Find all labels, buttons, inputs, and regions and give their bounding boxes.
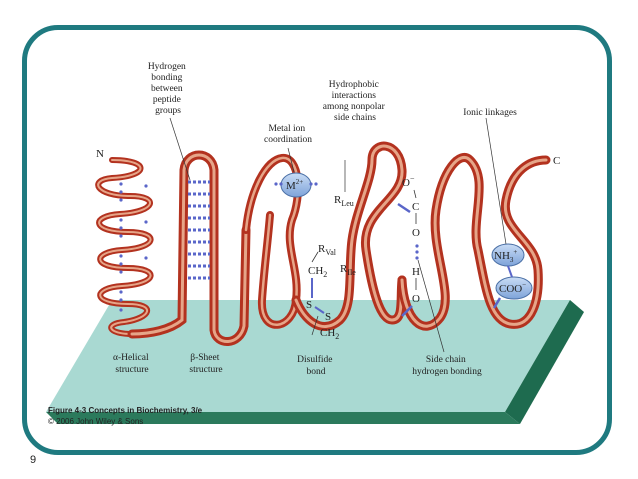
- beta-sheet-label: β-Sheet structure: [189, 353, 222, 375]
- metal-ion-label: Metal ion coordination: [264, 124, 312, 145]
- alpha-helix-ribbon: [95, 157, 154, 337]
- svg-text:H: H: [412, 266, 420, 278]
- figure-caption-title: Figure 4-3 Concepts in Biochemistry, 3/e: [48, 406, 203, 415]
- svg-text:NH3+: NH3+: [494, 248, 517, 264]
- figure-caption-copyright: © 2006 John Wiley & Sons: [48, 417, 143, 426]
- svg-text:RVal: RVal: [318, 243, 337, 257]
- svg-text:O−: O−: [402, 174, 415, 189]
- central-coil-ribbon: [242, 141, 407, 331]
- svg-text:O: O: [412, 227, 420, 239]
- metal-ion: M2+: [274, 172, 318, 198]
- side-chain-hbond-chemistry: O− C O H O: [397, 174, 420, 317]
- svg-text:S: S: [325, 311, 331, 323]
- side-chain-hbond-label: Side chain hydrogen bonding: [412, 355, 482, 377]
- svg-text:RLeu: RLeu: [334, 194, 354, 208]
- hydrophobic-label: Hydrophobic interactions among nonpolar …: [323, 80, 387, 123]
- beta-sheet-hydrogen-bonds: [188, 180, 210, 280]
- c-terminus-label: C: [553, 155, 560, 167]
- alpha-helix-label: α-Helical structure: [113, 353, 151, 375]
- disulfide-bond-label: Disulfide bond: [297, 354, 335, 377]
- svg-text:O: O: [412, 293, 420, 305]
- svg-text:M2+: M2+: [286, 178, 303, 192]
- svg-text:CH2: CH2: [308, 265, 327, 279]
- hydrophobic-leucine: RLeu: [334, 160, 354, 208]
- ionic-linkage-ions: NH3+ COO−: [491, 243, 533, 309]
- svg-text:S: S: [306, 299, 312, 311]
- svg-text:CH2: CH2: [320, 327, 339, 341]
- svg-text:COO−: COO−: [499, 281, 526, 295]
- hbond-peptide-label: Hydrogen bonding between peptide groups: [148, 62, 188, 116]
- beta-sheet-ribbon: [127, 150, 251, 346]
- svg-text:C: C: [412, 201, 419, 213]
- leader-lines: [169, 117, 507, 353]
- ionic-linkages-label: Ionic linkages: [463, 108, 517, 118]
- slide-number: 9: [30, 454, 37, 466]
- n-terminus-label: N: [96, 148, 104, 160]
- helix-hydrogen-bonds: [119, 182, 148, 312]
- svg-text:RIle: RIle: [340, 263, 356, 277]
- disulfide-bond-chemistry: RVal CH2 S S CH2 RIle: [306, 243, 356, 341]
- right-coil-ribbon: [397, 153, 551, 331]
